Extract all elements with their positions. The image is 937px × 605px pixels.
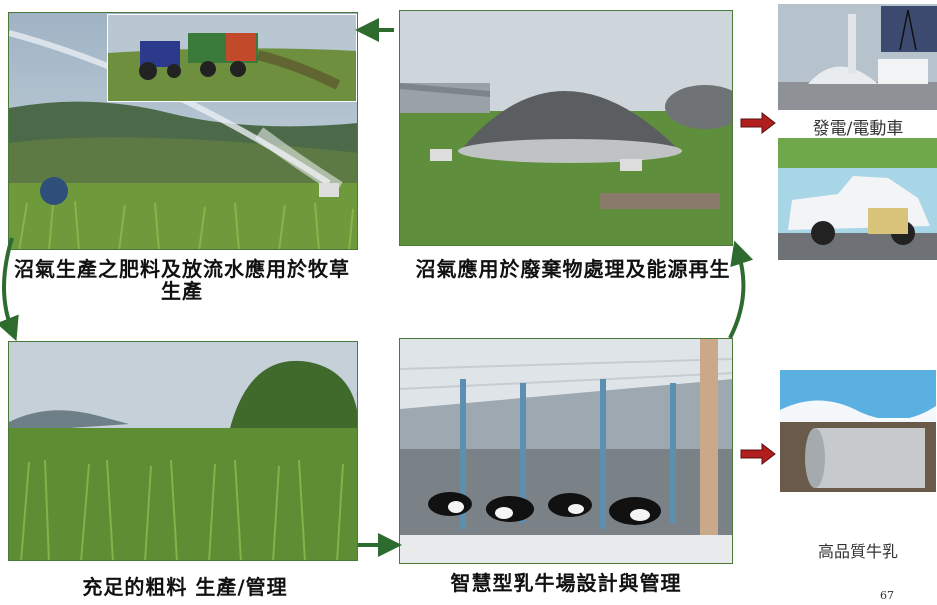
roughage-caption: 充足的粗料 生產/管理: [82, 575, 288, 599]
biogas-application-caption: 沼氣應用於廢棄物處理及能源再生: [415, 257, 731, 281]
power-plant-photo: [778, 4, 937, 110]
smart-dairy-caption: 智慧型乳牛場設計與管理: [450, 571, 682, 595]
page-number: 67: [880, 589, 894, 602]
arrow-barn-to-dome: [728, 240, 754, 339]
milk-caption: 高品質牛乳: [817, 542, 898, 561]
dairy-barn-photo: [399, 338, 733, 564]
roughage-field-photo: [8, 341, 358, 561]
arrow-to-milk: [740, 443, 776, 465]
arrow-field-to-roughage: [0, 237, 19, 342]
forage-production-caption: 沼氣生產之肥料及放流水應用於牧草生產: [14, 257, 350, 304]
arrow-to-power-ev: [740, 112, 776, 134]
power-ev-caption: 發電/電動車: [812, 119, 904, 139]
biogas-dome-photo: [399, 10, 733, 246]
milk-tank-photo: [780, 370, 936, 492]
electric-vehicle-photo: [778, 138, 937, 260]
tractor-spreader-inset-photo: [107, 14, 357, 102]
